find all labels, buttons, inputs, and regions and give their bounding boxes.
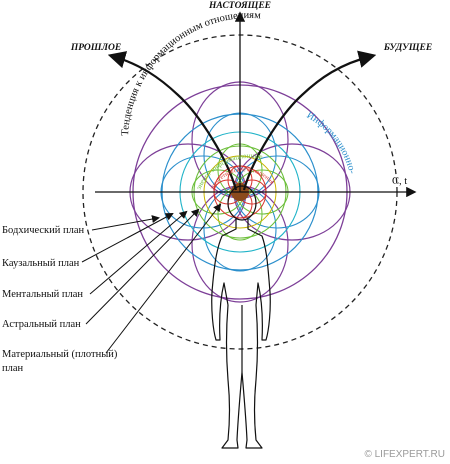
leader-lines (81, 203, 222, 354)
plane-label-astral: Астральный план (2, 319, 81, 330)
future-curve (242, 50, 377, 191)
axis-label: C, t (392, 176, 407, 187)
past-label: ПРОШЛОЕ (70, 43, 121, 53)
plane-label-material: Материальный (плотный) (2, 349, 118, 360)
plane-label-mental: Ментальный план (2, 289, 83, 300)
plane-label-causal: Каузальный план (2, 258, 80, 269)
arc-info-label: Информационно-энер (0, 0, 358, 175)
human-figure (211, 185, 271, 449)
present-label: НАСТОЯЩЕЕ (208, 1, 271, 11)
watermark: © LIFEXPERT.RU (364, 449, 445, 460)
plane-label-material-cont: план (2, 363, 24, 374)
past-curve (107, 51, 238, 191)
future-label: БУДУЩЕЕ (383, 43, 432, 53)
plane-label-buddhic: Бодхический план (2, 225, 85, 236)
